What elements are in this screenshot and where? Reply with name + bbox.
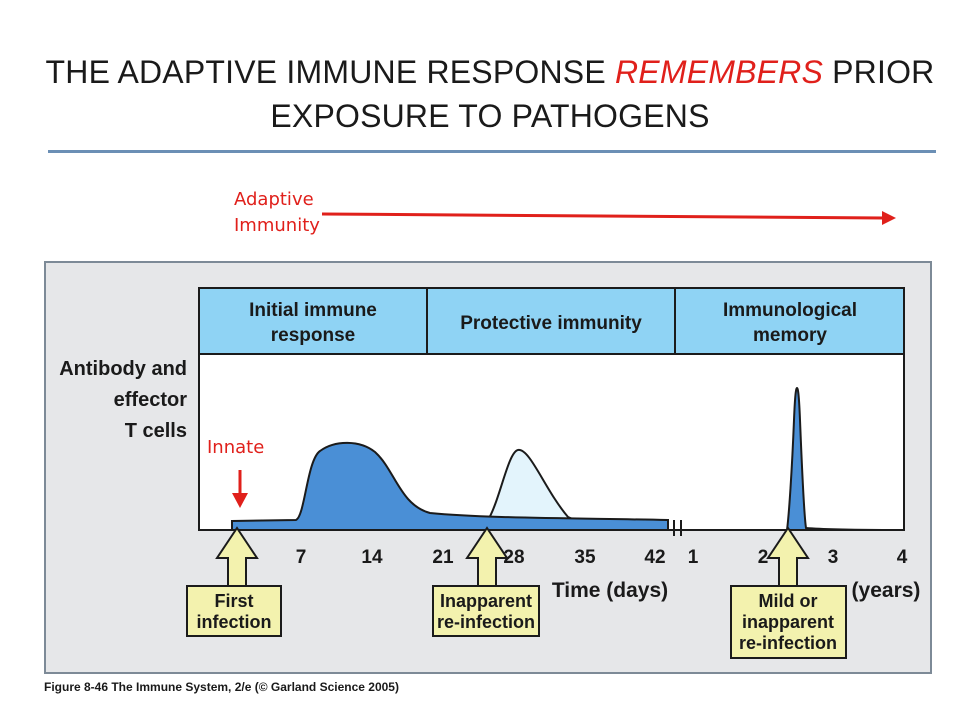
day-tick-label: 35 [574,547,596,568]
phase-header-memory [674,287,905,355]
adaptive-label-line-1: Adaptive [234,189,314,210]
day-tick-labels: 7 14 21 28 35 42 [296,547,666,568]
y-axis-label-line1: Antibody and [59,358,187,380]
up-arrow-icon [465,526,509,587]
slide-title: THE ADAPTIVE IMMUNE RESPONSE REMEMBERS P… [40,50,940,138]
phase-header-initial-line1: Initial immune [249,300,377,321]
year-tick-label: 2 [758,547,769,568]
figure-caption: Figure 8-46 The Immune System, 2/e (© Ga… [44,680,399,694]
adaptive-immunity-label: Adaptive Immunity [234,187,320,239]
inapparent-reinfection-marker: Inapparent re-infection [432,526,540,637]
caption-rest: (© Garland Science 2005) [251,680,399,694]
memory-response-spike [785,386,905,531]
mild-reinfection-marker: Mild or inapparent re-infection [730,526,847,659]
event-label: First [214,591,253,611]
event-label: re-infection [437,612,535,632]
year-tick-labels: 1 2 3 4 [688,547,908,568]
day-tick-label: 21 [432,547,454,568]
up-arrow-icon [766,526,810,587]
inapparent-reinfection-box [432,585,540,637]
title-emphasis: REMEMBERS [614,54,824,90]
phase-header-memory-line2: memory [753,325,827,346]
down-arrow-icon [232,493,248,508]
x-axis-label-years: (years) [852,579,921,602]
first-infection-marker: First infection [186,526,282,637]
phase-header-initial-line2: response [271,325,355,346]
event-label: infection [197,612,272,632]
y-axis-label-line2: effector [114,389,188,411]
event-label: Mild or [759,591,818,611]
year-tick-label: 4 [897,547,908,568]
year-tick-label: 3 [828,547,839,568]
title-divider [48,150,936,153]
day-tick-label: 7 [296,547,307,568]
up-arrow-icon [215,526,259,587]
event-label: Inapparent [440,591,532,611]
phase-header-protective-line1: Protective immunity [460,313,642,334]
day-tick-label: 14 [361,547,383,568]
first-infection-box [186,585,282,637]
adaptive-label-line-2: Immunity [234,215,320,236]
x-axis-label-days: Time (days) [552,579,668,602]
title-part-2: PRIOR EXPOSURE TO PATHOGENS [270,54,935,134]
year-tick-label: 1 [688,547,699,568]
day-tick-label: 42 [644,547,665,568]
day-tick-label: 28 [503,547,524,568]
reinfection-response-curve [486,449,576,521]
title-part-1: THE ADAPTIVE IMMUNE RESPONSE [45,54,615,90]
caption-bold: Figure 8-46 The Immune System, 2/e [44,680,252,694]
adaptive-arrow [321,211,896,225]
primary-response-curve [231,441,669,531]
mild-reinfection-box [730,585,847,659]
innate-label: Innate [207,437,265,458]
phase-header-memory-line1: Immunological [723,300,857,321]
event-label: re-infection [739,633,837,653]
event-label: inapparent [742,612,834,632]
y-axis-label-line3: T cells [125,420,187,442]
